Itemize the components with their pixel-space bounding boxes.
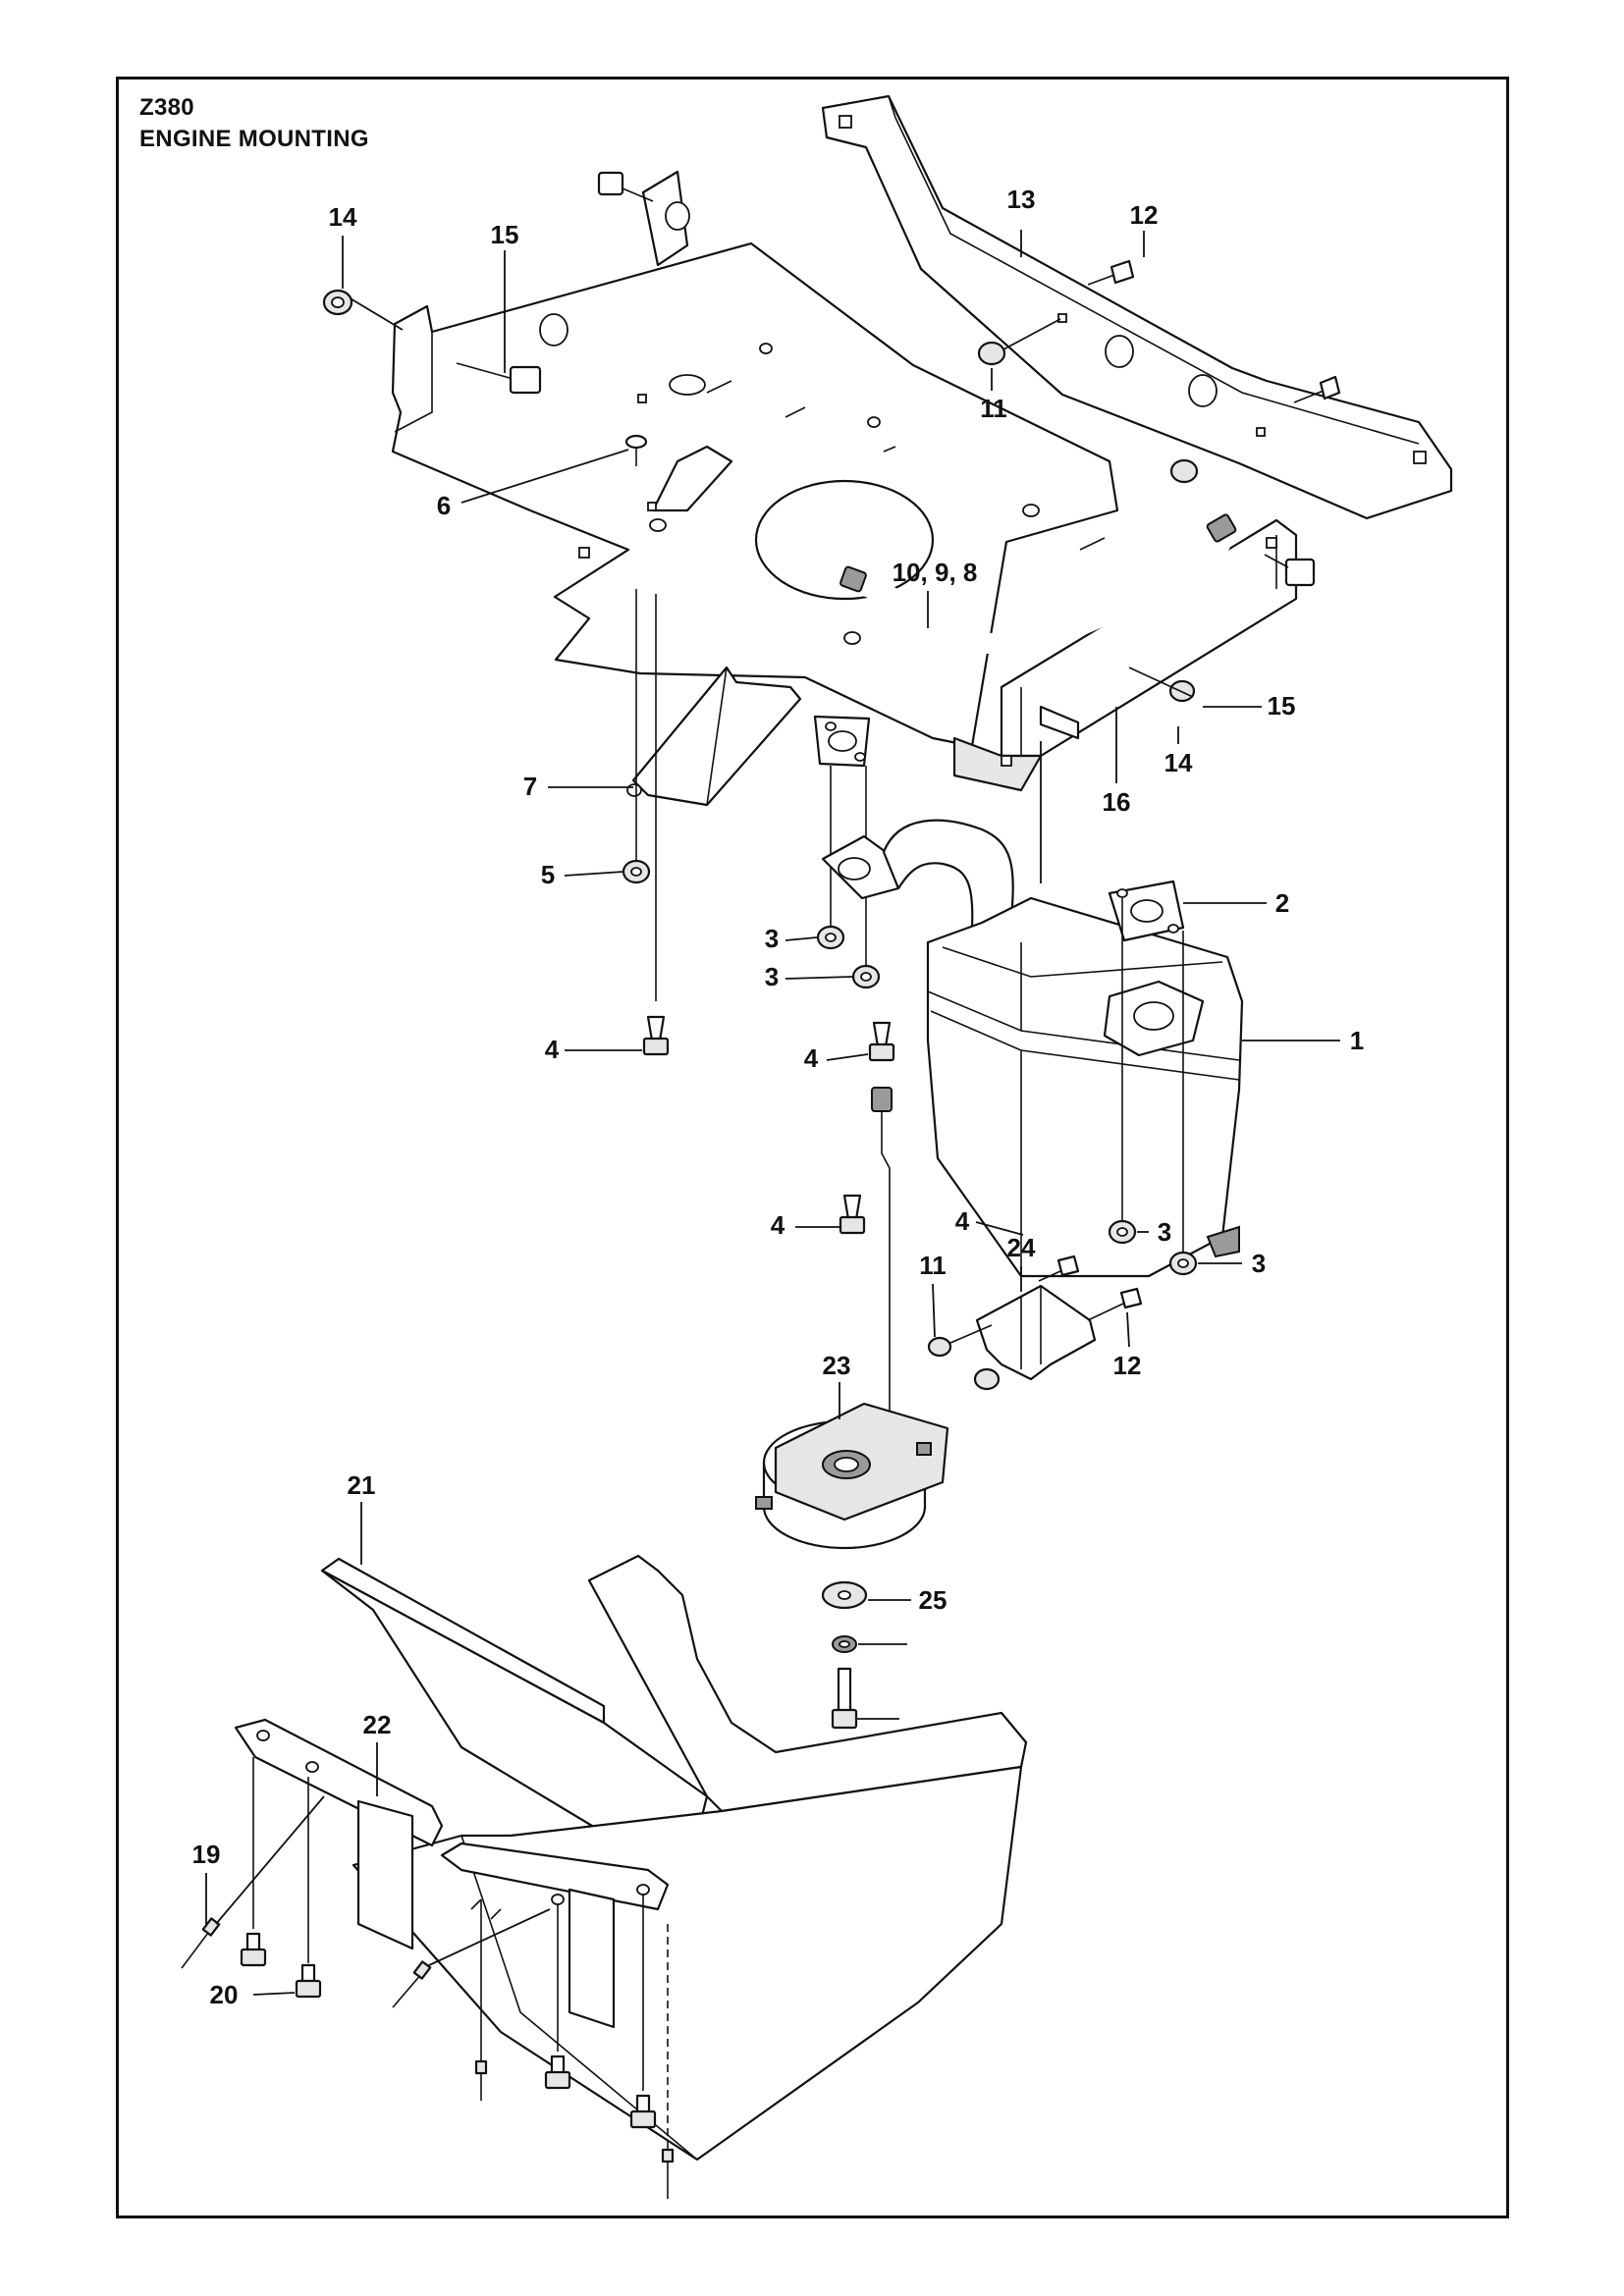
callout-15-top: 15 [491, 220, 519, 249]
clutch-anchor-bracket [927, 1255, 1143, 1391]
side-mount-bracket [952, 518, 1298, 792]
front-support-bracket [821, 94, 1453, 520]
section-title: ENGINE MOUNTING [139, 126, 369, 152]
lock-washer-24 [832, 1635, 857, 1653]
callout-13: 13 [1007, 185, 1036, 214]
rivet-17c [474, 2059, 488, 2101]
callout-7: 7 [523, 772, 537, 801]
callout-23: 25 [919, 1585, 947, 1615]
callout-14-top: 14 [329, 202, 357, 232]
flange-bolt-4b [868, 1021, 895, 1062]
rivet-17b [392, 1908, 551, 2008]
callout-10-9-8: 10, 9, 8 [893, 558, 978, 587]
side-bracket-bolts [1039, 554, 1316, 740]
callout-3d: 3 [1252, 1249, 1266, 1278]
callout-6: 6 [437, 491, 451, 520]
heat-shield-bracket [626, 666, 802, 807]
callout-leaders [205, 230, 1340, 1996]
callout-12-top: 12 [1130, 200, 1159, 230]
clutch-wire [871, 1087, 893, 1423]
callout-20: 22 [363, 1710, 392, 1739]
callout-11-top: 11 [980, 394, 1007, 423]
rivet-6 [624, 434, 648, 466]
callout-3a: 3 [765, 924, 779, 953]
callout-18: 20 [210, 1980, 239, 2009]
exhaust-gasket-upper [813, 715, 871, 768]
bracket-hardware-right [977, 259, 1341, 484]
model-title: Z380 [139, 94, 194, 121]
bolt-18b [295, 1963, 322, 1999]
callout-15-right: 15 [1268, 691, 1296, 721]
bolt-18d [629, 2094, 657, 2129]
callout-14-right: 14 [1164, 748, 1193, 777]
bolt-18c [544, 2055, 571, 2090]
rivet-17d [661, 2148, 675, 2199]
hose-assembly [839, 513, 1237, 655]
electric-clutch [755, 1402, 949, 1550]
callout-12-mid: 12 [1113, 1351, 1142, 1380]
bolt-18a [240, 1932, 267, 1967]
callout-16: 16 [1103, 787, 1131, 817]
callout-4b: 4 [804, 1043, 819, 1073]
washer-23 [821, 1580, 868, 1610]
rivet-17a [181, 1795, 325, 1969]
nut-5 [622, 859, 651, 884]
exhaust-pipe [821, 819, 1014, 930]
exhaust-gasket-lower [1108, 880, 1185, 942]
callout-4c: 4 [955, 1206, 970, 1236]
callout-2: 2 [1275, 888, 1289, 918]
plate-bolt-15-top [456, 362, 542, 395]
callout-5: 5 [541, 860, 555, 889]
callout-22: 24 [1007, 1233, 1036, 1262]
flange-bolt-4d [839, 1194, 866, 1235]
plate-bolt-top-right [597, 171, 654, 202]
callout-1: 1 [1350, 1026, 1364, 1055]
callout-4a: 4 [545, 1035, 560, 1064]
flange-nuts-3-lower [1108, 1219, 1198, 1276]
callout-3b: 3 [765, 962, 779, 991]
belt-guard [234, 1718, 1023, 2162]
callout-3c: 3 [1158, 1217, 1171, 1247]
callout-19: 21 [348, 1470, 376, 1500]
flange-bolt-4a [642, 1015, 670, 1056]
callout-21: 23 [823, 1351, 851, 1380]
callout-11-mid: 11 [919, 1251, 947, 1280]
flange-nuts-3-upper [816, 925, 881, 989]
callout-labels: 13 12 11 14 15 6 10, 9, 8 7 5 4 4 4 4 3 … [192, 185, 1365, 2009]
drawing-border [116, 77, 1509, 2218]
muffler [926, 896, 1244, 1278]
callout-4d: 4 [771, 1210, 785, 1240]
clutch-bolt-25 [831, 1667, 858, 1730]
plate-nut-14-top [322, 289, 404, 331]
callout-17: 19 [192, 1840, 221, 1869]
